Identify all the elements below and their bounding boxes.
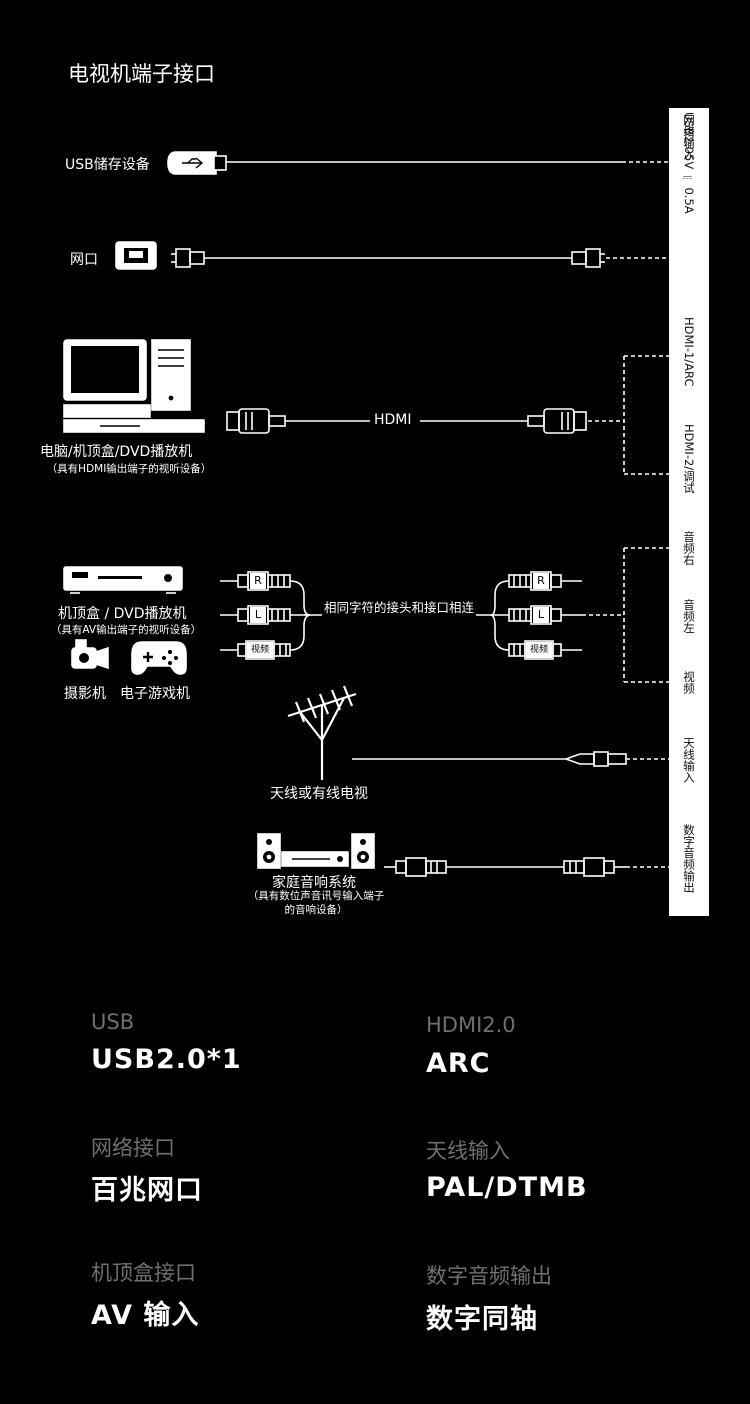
spec-antenna-value: PAL/DTMB: [426, 1172, 588, 1203]
spec-network-value: 百兆网口: [91, 1175, 203, 1206]
monitor-icon: [63, 339, 147, 401]
hdmi-plug-left-icon: [226, 408, 286, 434]
lan-label: 网口: [70, 252, 98, 268]
gamepad-label: 电子游戏机: [120, 686, 190, 702]
plug-l-left: L: [250, 607, 266, 623]
dvd-player-icon: [63, 404, 205, 433]
av-note: 相同字符的接头和接口相连: [322, 597, 477, 616]
coaxial-digital-plug-right-icon: [563, 857, 626, 877]
port-audio-right: 音频右: [682, 530, 696, 566]
coaxial-digital-plug-left-icon: [384, 857, 447, 877]
gamepad-icon: [131, 641, 187, 675]
stb-note: （具有AV输出端子的视听设备）: [50, 624, 202, 636]
plug-video-right: 视频: [526, 642, 552, 658]
camcorder-icon: [71, 639, 109, 670]
speaker-left-icon: [257, 833, 281, 869]
plug-r-left: R: [250, 573, 266, 589]
ethernet-plug-right-icon: [571, 248, 605, 268]
plug-video-left: 视频: [247, 642, 273, 658]
page-title: 电视机端子接口: [68, 62, 215, 86]
amplifier-icon: [281, 851, 349, 867]
antenna-icon: [287, 685, 357, 780]
pc-note: （具有HDMI输出端子的视听设备）: [46, 463, 212, 475]
coax-plug-icon: [558, 751, 627, 767]
port-hdmi2: HDMI-2/调试: [682, 424, 696, 494]
hdmi-cable-label: HDMI: [374, 412, 412, 428]
spec-antenna-label: 天线输入: [426, 1139, 510, 1163]
port-digital-audio: 数字音频输出: [682, 823, 696, 893]
spec-hdmi-label: HDMI2.0: [426, 1013, 516, 1037]
spec-network-label: 网络接口: [91, 1136, 175, 1160]
antenna-label: 天线或有线电视: [270, 786, 368, 802]
spec-usb-value: USB2.0*1: [91, 1044, 242, 1075]
tv-port-panel: USB2.0 5V ⎓ 0.5A 网络输入 HDMI-1/ARC HDMI-2/…: [669, 108, 709, 916]
port-video: 视频: [682, 670, 696, 694]
av-branch-dashed: [582, 547, 669, 683]
ethernet-plug-left-icon: [171, 248, 205, 268]
spec-stb-value: AV 输入: [91, 1300, 200, 1331]
plug-l-right: L: [533, 607, 549, 623]
camera-label: 摄影机: [64, 686, 106, 702]
port-hdmi1-arc: HDMI-1/ARC: [682, 317, 696, 387]
rca-plugs-right: [490, 571, 582, 660]
ethernet-port-icon: [115, 241, 157, 270]
stb-label: 机顶盒 / DVD播放机: [58, 606, 187, 622]
rca-plugs-left: [220, 571, 311, 660]
spec-stb-label: 机顶盒接口: [91, 1261, 196, 1285]
hdmi-branch-dashed: [588, 355, 669, 475]
plug-r-right: R: [533, 573, 549, 589]
spec-hdmi-value: ARC: [426, 1048, 491, 1079]
set-top-box-icon: [63, 566, 183, 594]
usb-device-label: USB储存设备: [65, 157, 150, 173]
spec-usb-label: USB: [91, 1010, 135, 1034]
spec-digital-audio-value: 数字同轴: [426, 1304, 538, 1335]
port-lan: 网络输入: [682, 114, 696, 160]
speaker-right-icon: [351, 833, 375, 869]
port-antenna: 天线输入: [682, 737, 696, 783]
port-usb: USB2.0 5V ⎓ 0.5A: [682, 112, 696, 214]
hdmi-plug-right-icon: [527, 408, 587, 434]
pc-label: 电脑/机顶盒/DVD播放机: [40, 444, 193, 460]
port-audio-left: 音频左: [682, 598, 696, 634]
audio-label: 家庭音响系统: [272, 875, 356, 891]
audio-note: （具有数位声音讯号输入端子的音响设备）: [247, 890, 385, 916]
usb-stick-icon: [167, 151, 227, 175]
pc-tower-icon: [151, 339, 191, 411]
spec-digital-audio-label: 数字音频输出: [426, 1264, 552, 1288]
